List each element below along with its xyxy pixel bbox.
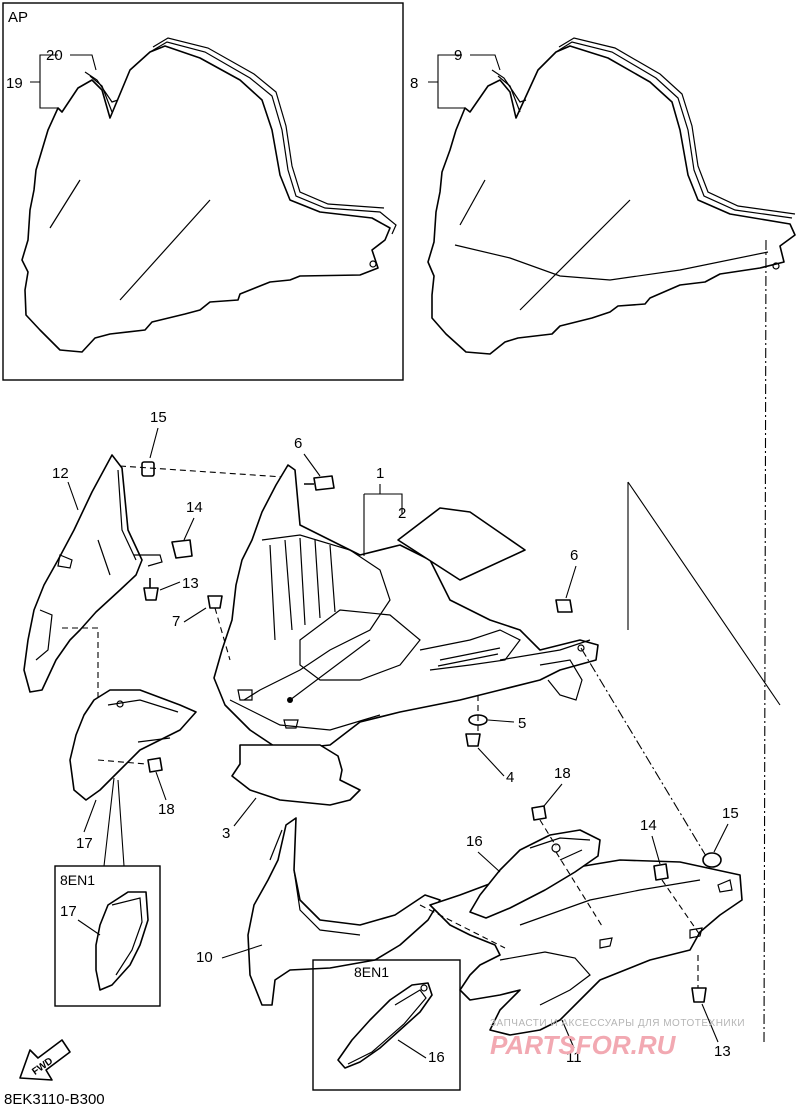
leader-7	[183, 607, 207, 623]
part-number-16: 16	[466, 833, 483, 850]
inset-label-ap: AP	[8, 9, 28, 26]
part-number-16-variant: 16	[428, 1049, 445, 1066]
leader-4	[477, 747, 505, 777]
dash-7	[214, 607, 231, 661]
part-number-7: 7	[172, 613, 180, 630]
screw-6-right	[555, 599, 573, 613]
leader-16	[477, 851, 501, 873]
leader-8-9	[428, 54, 501, 109]
part-number-5: 5	[518, 715, 526, 732]
leader-5	[487, 719, 515, 723]
screw-4	[465, 733, 481, 747]
side-cowl-left-12	[23, 454, 163, 693]
dash-12-to-17	[62, 627, 99, 700]
leader-16-variant	[397, 1039, 427, 1059]
nut-14-left	[171, 539, 193, 559]
screw-13-left	[143, 578, 159, 601]
part-number-20: 20	[46, 47, 63, 64]
variant-label-17: 8EN1	[60, 872, 95, 888]
part-number-2: 2	[398, 505, 406, 522]
inner-panel-17-variant	[95, 891, 149, 991]
variant-box-16	[312, 959, 461, 1091]
watermark-logo: PARTSFOR.RU	[490, 1030, 677, 1060]
leader-17-variant	[77, 919, 101, 936]
windscreen-standard	[427, 37, 796, 355]
part-number-15-right: 15	[722, 805, 739, 822]
nut-14-right	[653, 863, 669, 881]
screw-13-right	[691, 987, 707, 1003]
part-number-14-right: 14	[640, 817, 657, 834]
leader-12	[67, 481, 79, 511]
part-number-15-left: 15	[150, 409, 167, 426]
part-number-14-left: 14	[186, 499, 203, 516]
part-number-8: 8	[410, 75, 418, 92]
variant-box-17	[54, 865, 161, 1007]
leader-10	[221, 944, 263, 959]
fwd-arrow: FWD	[19, 1039, 71, 1081]
part-number-17: 17	[76, 835, 93, 852]
leader-1-2	[363, 484, 403, 556]
leader-11	[561, 1019, 575, 1049]
part-number-11: 11	[566, 1049, 582, 1066]
part-number-1: 1	[376, 465, 384, 482]
pad-2	[397, 507, 526, 581]
leader-17-to-variant	[103, 777, 125, 867]
part-number-6-right: 6	[570, 547, 578, 564]
leader-14-left	[183, 517, 195, 541]
inner-panel-17	[69, 689, 197, 801]
part-number-10: 10	[196, 949, 213, 966]
leader-18-right	[543, 783, 563, 807]
part-number-3: 3	[222, 825, 230, 842]
dash-18-16	[539, 819, 557, 847]
leader-13-right	[701, 1003, 719, 1043]
part-number-19: 19	[6, 75, 23, 92]
part-number-6-top: 6	[294, 435, 302, 452]
part-number-13-right: 13	[714, 1043, 731, 1060]
leader-14-right	[651, 835, 661, 865]
leader-19-20	[30, 54, 97, 109]
guide-line-cowl-to-15	[580, 647, 707, 857]
part-number-18-left: 18	[158, 801, 175, 818]
screw-18-right	[531, 805, 547, 821]
leader-13-left	[159, 581, 181, 591]
part-number-9: 9	[454, 47, 462, 64]
leader-15-right	[713, 823, 729, 853]
part-number-4: 4	[506, 769, 514, 786]
ap-inset-frame	[2, 2, 404, 381]
inner-panel-16-variant	[337, 982, 433, 1069]
leader-3	[233, 797, 257, 827]
leader-15-left	[149, 427, 159, 459]
lower-cowl-10	[247, 817, 441, 1006]
watermark-caption: ЗАПЧАСТИ И АКСЕССУАРЫ ДЛЯ МОТОТЕХНИКИ	[490, 1018, 745, 1029]
grommet-15-left	[141, 461, 155, 477]
screw-18-left	[147, 757, 163, 773]
windscreen-ap	[21, 37, 397, 353]
screw-7	[207, 595, 223, 609]
part-number-18-right: 18	[554, 765, 571, 782]
dash-16-11	[555, 851, 603, 927]
dash-10-11	[419, 904, 506, 949]
part-number-17-variant: 17	[60, 903, 77, 920]
part-number-13-left: 13	[182, 575, 199, 592]
leader-18-left	[155, 771, 167, 801]
leader-6-top	[303, 453, 321, 477]
leader-6-right	[565, 565, 577, 599]
front-cowl-1	[213, 464, 599, 751]
dash-14-right	[661, 879, 701, 936]
guide-line-windscreen	[763, 239, 767, 1046]
guide-line-diagonal	[627, 481, 781, 706]
inner-panel-16	[469, 829, 601, 919]
leader-17	[83, 799, 97, 833]
grommet-15-right	[702, 852, 722, 868]
under-panel-3	[231, 744, 361, 806]
drawing-code: 8EK3110-B300	[4, 1091, 105, 1108]
screw-6-top	[304, 475, 335, 491]
part-number-12: 12	[52, 465, 69, 482]
lower-cowl-11	[429, 859, 743, 1036]
variant-label-16: 8EN1	[354, 964, 389, 980]
dash-17-screw	[97, 759, 147, 765]
leader-1-dot	[289, 639, 371, 701]
